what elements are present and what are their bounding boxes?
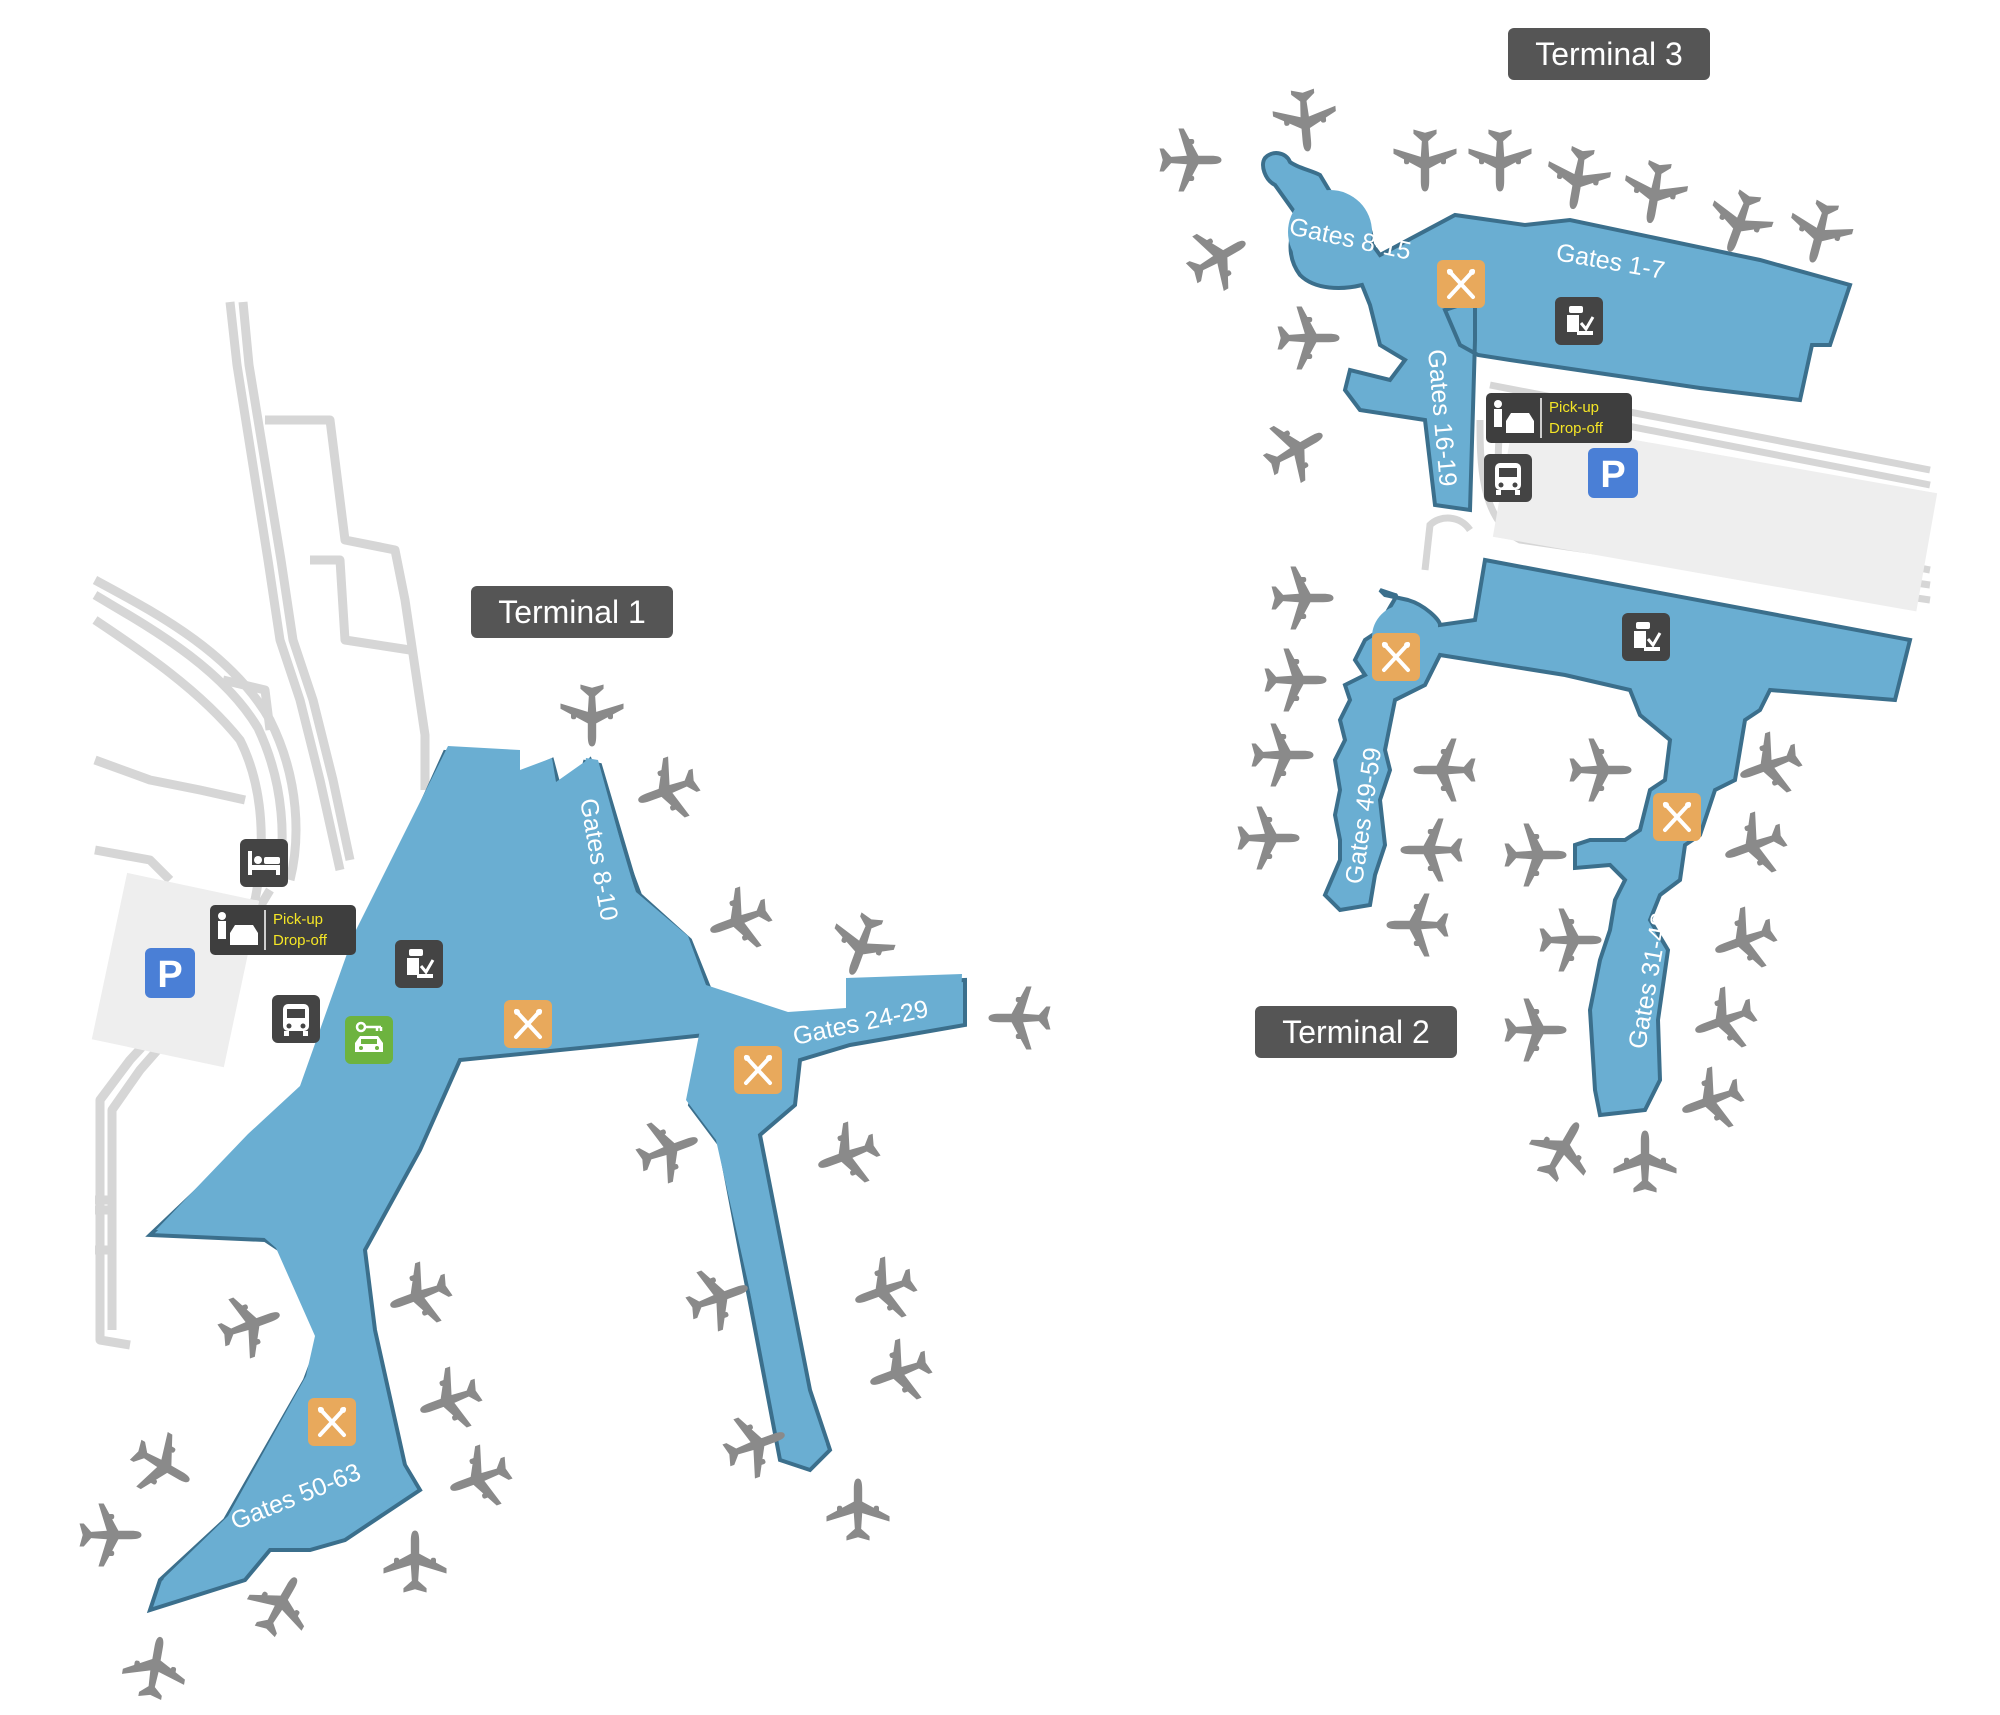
airplane-icon <box>119 1422 206 1509</box>
airplane-icon <box>1270 86 1340 155</box>
parking-label: P <box>1600 454 1625 496</box>
airplane-icon <box>1277 306 1340 370</box>
terminal-3-label: Terminal 3 <box>1508 28 1710 80</box>
airplane-icon <box>844 1249 925 1331</box>
airplane-icon <box>1539 908 1602 972</box>
pickup-label: Pick-up <box>1549 399 1599 416</box>
airplane-icon <box>628 1109 709 1191</box>
airplane-icon <box>988 986 1051 1050</box>
airplane-icon <box>118 1631 192 1704</box>
hotel-icon[interactable] <box>240 839 288 887</box>
security-icon[interactable] <box>1553 295 1605 347</box>
car-rental-icon[interactable] <box>343 1014 395 1066</box>
airplane-icon <box>439 1437 520 1519</box>
restaurant-icon[interactable] <box>1651 791 1703 843</box>
pickup-dropoff-sign-terminal-3[interactable]: Pick-up Drop-off <box>1486 393 1632 443</box>
airplane-icon <box>1237 806 1300 870</box>
airplane-icon <box>1519 1106 1606 1193</box>
pickup-dropoff-sign-terminal-1[interactable]: Pick-up Drop-off <box>210 905 356 955</box>
pickup-dropoff-icon <box>1494 400 1534 433</box>
airplane-icon <box>409 1359 490 1441</box>
airplane-icon <box>1504 823 1567 887</box>
restaurant-icon[interactable] <box>306 1396 358 1448</box>
airplane-icon <box>1714 804 1795 886</box>
airplane-icon <box>1264 648 1327 712</box>
airplane-icon <box>821 905 903 986</box>
airplane-icon <box>1541 142 1615 215</box>
airplane-icon <box>1684 979 1765 1061</box>
bus-icon[interactable] <box>1484 454 1532 502</box>
terminal-2-building <box>1322 557 1913 1118</box>
airplane-icon <box>379 1254 460 1336</box>
terminal-2-label-text: Terminal 2 <box>1282 1014 1430 1050</box>
airplane-icon <box>627 749 708 831</box>
terminal-2-label: Terminal 2 <box>1255 1006 1457 1058</box>
airplane-icon <box>807 1114 888 1196</box>
pickup-label: Pick-up <box>273 911 323 928</box>
airplane-icon <box>1671 1059 1752 1141</box>
pickup-dropoff-icon <box>218 912 258 945</box>
airplane-icon <box>383 1530 447 1593</box>
bus-icon[interactable] <box>272 995 320 1043</box>
parking-terminal-3[interactable]: P <box>1588 448 1638 498</box>
airplane-icon <box>1252 406 1339 493</box>
dropoff-label: Drop-off <box>1549 420 1604 437</box>
airplane-icon <box>1704 899 1785 981</box>
security-icon[interactable] <box>393 938 445 990</box>
terminal-1-label-text: Terminal 1 <box>498 594 646 630</box>
airplane-icon <box>1271 566 1334 630</box>
airplane-icon <box>79 1503 142 1567</box>
dropoff-label: Drop-off <box>273 932 328 949</box>
terminal-1-label: Terminal 1 <box>471 586 673 638</box>
airplane-icon <box>1251 723 1314 787</box>
airplane-icon <box>826 1478 890 1541</box>
restaurant-icon[interactable] <box>1435 258 1487 310</box>
airplane-icon <box>859 1331 940 1413</box>
terminal-3-label-text: Terminal 3 <box>1535 36 1683 72</box>
restaurant-icon[interactable] <box>502 998 554 1050</box>
restaurant-icon[interactable] <box>732 1044 784 1096</box>
airplane-icon <box>1781 194 1859 271</box>
airplane-icon <box>699 879 780 961</box>
airplane-icon <box>1413 738 1476 802</box>
terminal-3-hub <box>1288 190 1372 274</box>
airplane-icon <box>1393 129 1457 192</box>
airplane-icon <box>1569 738 1632 802</box>
airplane-icon <box>560 684 624 747</box>
security-icon[interactable] <box>1620 611 1672 663</box>
airplane-icon <box>1386 893 1449 957</box>
restaurant-icon[interactable] <box>1370 631 1422 683</box>
airplane-icon <box>1175 214 1262 301</box>
parking-label: P <box>157 954 182 996</box>
airplane-icon <box>210 1284 291 1366</box>
airplane-icon <box>1159 128 1222 192</box>
airplane-icon <box>1504 998 1567 1062</box>
airplane-icon <box>1400 818 1463 882</box>
terminal-1-building-top <box>155 746 962 1602</box>
airplane-icon <box>1468 129 1532 192</box>
airplane-icon <box>1613 1130 1677 1193</box>
parking-terminal-1[interactable]: P <box>145 948 195 998</box>
airplane-icon <box>1618 156 1692 229</box>
